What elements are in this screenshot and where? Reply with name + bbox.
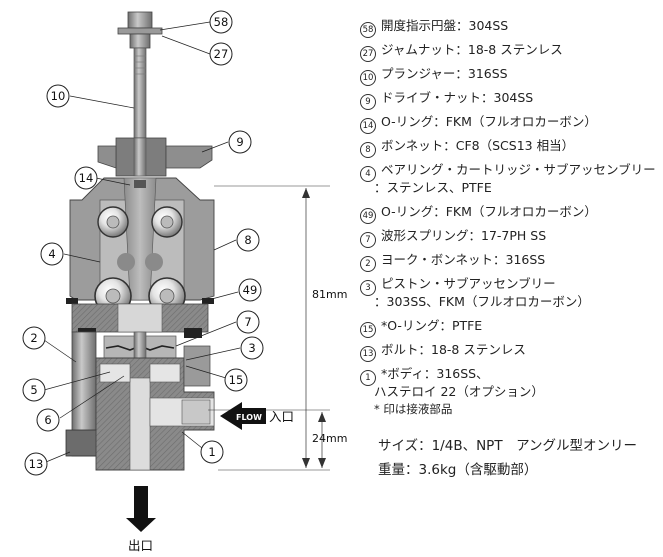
flow-badge: FLOW — [236, 413, 262, 422]
callout-15: 15 — [224, 368, 248, 392]
callout-10: 10 — [46, 84, 70, 108]
wetted-parts-note: * 印は接液部品 — [374, 402, 453, 416]
callout-4: 4 — [40, 242, 64, 266]
svg-text:2: 2 — [30, 331, 37, 345]
outlet-label: 出口 — [128, 538, 153, 553]
svg-text:6: 6 — [44, 413, 51, 427]
inlet-label: 入口 — [269, 409, 294, 424]
callout-9: 9 — [228, 130, 252, 154]
svg-text:7: 7 — [244, 315, 251, 329]
flow-inlet-arrow: FLOW 入口 — [220, 402, 294, 430]
svg-text:5: 5 — [30, 383, 37, 397]
spec-weight: 重量：3.6kg（含駆動部） — [378, 462, 538, 478]
callout-58: 58 — [209, 10, 233, 34]
dimension-24mm: 24mm — [208, 409, 347, 468]
o-ring-49 — [66, 298, 214, 304]
dimension-81mm-label: 81mm — [312, 288, 347, 301]
svg-text:1: 1 — [208, 445, 215, 459]
svg-text:8: 8 — [244, 233, 251, 247]
callout-2: 2 — [22, 326, 46, 350]
valve-body — [95, 345, 215, 471]
svg-text:49: 49 — [243, 283, 258, 297]
callout-1: 1 — [200, 440, 224, 464]
svg-text:9: 9 — [236, 135, 243, 149]
dimension-24mm-label: 24mm — [312, 432, 347, 445]
drive-nut — [97, 137, 213, 177]
part-item-continuation: ：ステンレス、PTFE — [374, 180, 492, 195]
body-seat — [99, 363, 181, 383]
plunger-stem — [133, 47, 147, 139]
callout-13: 13 — [24, 452, 48, 476]
dimension-81mm: 81mm — [214, 185, 352, 471]
valve-cross-section-diagram: 81mm 24mm FLOW 入口 出口 58 — [22, 10, 352, 553]
callout-6: 6 — [36, 408, 60, 432]
callout-49: 49 — [238, 278, 262, 302]
svg-text:58: 58 — [214, 15, 229, 29]
svg-text:4: 4 — [48, 247, 55, 261]
bonnet — [69, 177, 215, 301]
callout-8: 8 — [236, 228, 260, 252]
part-item-continuation: ハステロイ 22（オプション） — [374, 384, 544, 399]
callout-5: 5 — [22, 378, 46, 402]
callout-7: 7 — [236, 310, 260, 334]
part-item: 1*ボディ：316SS、 — [360, 367, 489, 386]
specs: サイズ：1/4B、NPT アングル型オンリー 重量：3.6kg（含駆動部） — [378, 434, 637, 482]
indicator-disc — [117, 11, 163, 49]
callout-14: 14 — [74, 166, 98, 190]
callout-3: 3 — [240, 336, 264, 360]
part-item-continuation: ：303SS、FKM（フルオロカーボン） — [374, 294, 590, 309]
leader-lines — [43, 21, 241, 463]
svg-text:15: 15 — [229, 373, 244, 387]
spec-size: サイズ：1/4B、NPT アングル型オンリー — [378, 438, 638, 454]
callout-27: 27 — [209, 42, 233, 66]
svg-text:10: 10 — [51, 89, 66, 103]
part-item: 15*O-リング：PTFE — [360, 319, 482, 338]
svg-text:3: 3 — [248, 341, 255, 355]
flow-outlet-arrow: 出口 — [126, 486, 156, 553]
svg-text:13: 13 — [29, 457, 44, 471]
svg-text:14: 14 — [79, 171, 94, 185]
svg-text:27: 27 — [214, 47, 229, 61]
